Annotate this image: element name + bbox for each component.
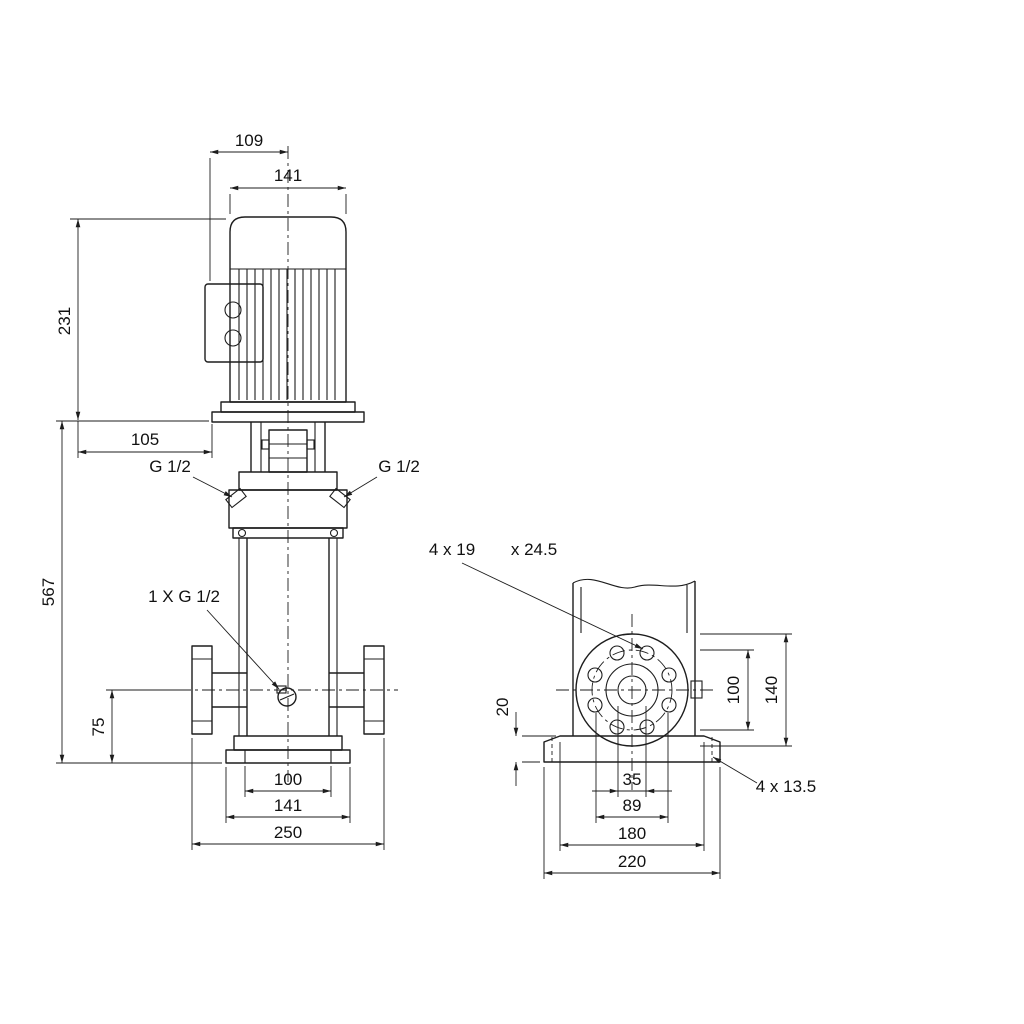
pump-body-side [572, 578, 703, 736]
dim-port-height: 75 [89, 718, 108, 737]
motor-outline [229, 216, 347, 403]
staybolts [238, 538, 338, 736]
dim-bore: 35 [623, 770, 642, 789]
pump-base-front [225, 735, 351, 764]
side-view: 4 x 19 x 24.5 20 100 140 4 x 13.5 35 [429, 540, 816, 879]
label-drain-plug: 1 X G 1/2 [148, 587, 220, 606]
dim-bolt-circle: 100 [724, 676, 743, 704]
pump-head [225, 471, 351, 539]
dim-base-top-width: 180 [618, 824, 646, 843]
dim-base-width: 141 [274, 796, 302, 815]
vent-plug-boss-right [329, 487, 351, 509]
dim-motor-top-width: 109 [235, 131, 263, 150]
coupling-screw [261, 439, 270, 450]
dim-flange-offset: 105 [131, 430, 159, 449]
vent-plug-boss-left [225, 487, 247, 509]
dim-port-to-port: 250 [274, 823, 302, 842]
staybolt-nut [329, 528, 339, 538]
motor-flange [211, 401, 365, 423]
dim-motor-width: 141 [274, 166, 302, 185]
body-plug [690, 680, 703, 699]
dim-base-plate-width: 220 [618, 852, 646, 871]
break-line [572, 578, 696, 589]
coupling-screw [306, 439, 315, 450]
dim-motor-height: 231 [55, 307, 74, 335]
dim-hole-span: 89 [623, 796, 642, 815]
terminal-box-screw [224, 301, 242, 319]
drain-plug [276, 685, 297, 707]
label-vent-plug-left: G 1/2 [149, 457, 191, 476]
label-flange-holes-counterbore: x 24.5 [511, 540, 557, 559]
front-view: 109 141 231 567 105 G 1/2 G 1/2 [39, 131, 420, 850]
chamber-sleeve [238, 538, 338, 736]
label-vent-plug-right: G 1/2 [378, 457, 420, 476]
front-centerlines [178, 146, 398, 782]
dim-flange-height: 140 [762, 676, 781, 704]
dim-base-holes-span: 100 [274, 770, 302, 789]
base-hole [244, 750, 332, 763]
coupling-lantern [250, 422, 326, 473]
side-dimensions: 4 x 19 x 24.5 20 100 140 4 x 13.5 35 [429, 540, 816, 879]
motor-fins [238, 269, 336, 400]
flange-bolt-holes [587, 645, 677, 735]
staybolt-nut [237, 528, 247, 538]
suction-discharge-flanges [191, 645, 385, 735]
dim-total-height: 567 [39, 578, 58, 606]
front-dimensions: 109 141 231 567 105 G 1/2 G 1/2 [39, 131, 420, 850]
label-base-holes: 4 x 13.5 [756, 777, 817, 796]
label-flange-holes: 4 x 19 [429, 540, 475, 559]
side-centerlines [556, 614, 714, 790]
terminal-box-screw [224, 329, 242, 347]
terminal-box [204, 283, 264, 363]
dim-base-height: 20 [493, 698, 512, 717]
